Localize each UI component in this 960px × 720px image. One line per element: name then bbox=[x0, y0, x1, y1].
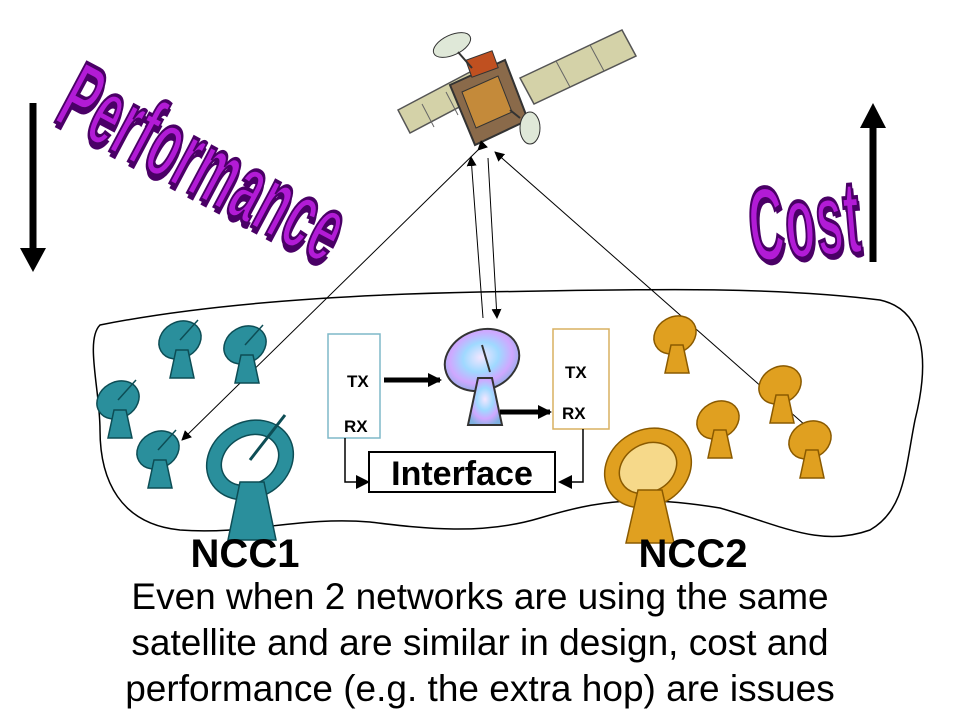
left-tx-label: TX bbox=[347, 372, 369, 391]
ncc2-dish-icon bbox=[653, 315, 697, 374]
interface-label: Interface bbox=[391, 455, 533, 493]
link-hub-up bbox=[466, 156, 484, 319]
left-txrx-box bbox=[327, 333, 381, 439]
network-cloud bbox=[92, 288, 924, 538]
ncc1-dish-icon bbox=[136, 429, 180, 489]
ncc2-dish-icon bbox=[696, 400, 740, 459]
left-interface-connector bbox=[344, 438, 370, 489]
ncc1-label: NCC1 bbox=[191, 532, 300, 576]
ncc1-dish-icon bbox=[223, 324, 267, 384]
left-rx-label: RX bbox=[344, 417, 368, 436]
interface-box bbox=[368, 451, 556, 493]
caption-line-3: performance (e.g. the extra hop) are iss… bbox=[125, 668, 835, 709]
svg-text:Cost: Cost bbox=[744, 159, 866, 285]
ncc2-dishes bbox=[603, 315, 832, 544]
right-rx-label: RX bbox=[562, 404, 586, 423]
cost-up-arrow bbox=[860, 103, 886, 262]
ncc1-dishes bbox=[96, 319, 295, 541]
link-ncc1-satellite bbox=[181, 140, 488, 441]
ncc2-dish-icon bbox=[758, 365, 802, 424]
hub-dish-icon bbox=[443, 327, 521, 426]
ncc2-label: NCC2 bbox=[639, 532, 748, 576]
right-interface-connector bbox=[558, 429, 584, 489]
link-hub-down bbox=[487, 157, 502, 319]
ncc1-dish-icon bbox=[205, 414, 295, 541]
performance-wordart: Performance Performance bbox=[41, 41, 368, 289]
caption-line-1: Even when 2 networks are using the same bbox=[131, 576, 829, 617]
svg-text:Performance: Performance bbox=[42, 43, 366, 284]
performance-down-arrow bbox=[20, 103, 46, 272]
caption: Even when 2 networks are using the same … bbox=[20, 574, 940, 712]
svg-text:Cost: Cost bbox=[746, 163, 868, 289]
ncc1-dish-icon bbox=[96, 379, 140, 439]
caption-line-2: satellite and are similar in design, cos… bbox=[131, 622, 829, 663]
ncc2-dish-icon bbox=[788, 420, 832, 479]
satellite-icon bbox=[396, 29, 638, 147]
cost-wordart: Cost Cost bbox=[742, 157, 868, 289]
right-txrx-box bbox=[552, 328, 610, 430]
ncc2-dish-icon bbox=[603, 427, 693, 544]
right-tx-label: TX bbox=[565, 363, 587, 382]
ncc1-dish-icon bbox=[158, 319, 202, 379]
